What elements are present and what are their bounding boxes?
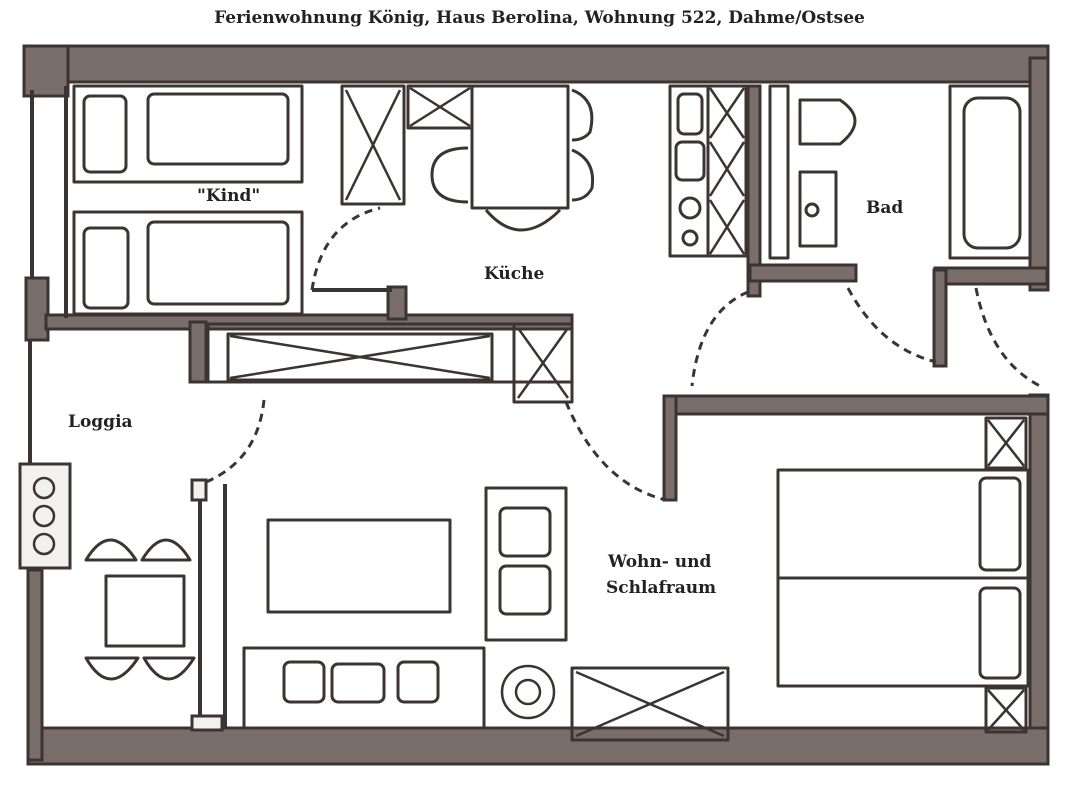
wohn-furniture — [206, 322, 1030, 742]
kitchen-cabinet-cross-b — [409, 86, 471, 128]
planter-plant-1 — [32, 476, 56, 500]
bed-top-blanket — [146, 92, 290, 166]
loggia-planter — [18, 462, 72, 570]
stove-plate-1 — [678, 196, 702, 220]
wardrobe-living-small — [512, 322, 574, 404]
washbasin-drain — [804, 202, 820, 218]
wall-bedroom-top — [662, 394, 1050, 416]
room-label-bad: Bad — [866, 198, 904, 218]
loggia-chair-1 — [84, 538, 138, 562]
loggia-chair-4 — [142, 656, 196, 681]
washbasin — [798, 170, 838, 248]
wall-right-lower — [1028, 393, 1050, 765]
sofa — [242, 646, 486, 730]
living-plant-inner — [514, 678, 542, 706]
wall-bedroom-left — [662, 394, 678, 502]
stove-plate-2 — [681, 229, 699, 247]
room-label-wohn-1: Wohn- und — [608, 552, 712, 572]
wardrobe-living-inner — [226, 332, 494, 382]
bed-bottom-frame — [72, 210, 304, 316]
planter-plant-3 — [32, 532, 56, 556]
sofa-cushion-1 — [282, 660, 326, 704]
wardrobe-small-cross-b — [516, 327, 570, 399]
door-kind — [310, 206, 381, 291]
bed-top-pillow — [82, 94, 128, 174]
coffee-table — [266, 518, 452, 614]
planter-plant-2 — [32, 504, 56, 528]
door-loggia — [205, 399, 266, 484]
dining-table — [470, 84, 570, 210]
armchair-cushion-1 — [498, 506, 552, 558]
wall-top — [22, 44, 1050, 84]
bed-bottom-blanket — [146, 220, 290, 306]
wall-bad-post — [932, 268, 948, 368]
chair-right-top — [571, 88, 594, 142]
nightstand-top — [984, 416, 1028, 470]
loggia-table — [104, 574, 186, 648]
armchair-cushion-2 — [498, 564, 552, 616]
loggia-chair-2 — [140, 538, 192, 562]
loggia-chair-3 — [84, 656, 140, 681]
wardrobe-kind-cross-b — [344, 89, 402, 201]
armchair — [484, 486, 568, 642]
bed-top-frame — [72, 84, 304, 184]
outer-walls — [22, 44, 1050, 766]
toilet — [798, 98, 857, 146]
wall-kind-kueche — [44, 313, 574, 331]
wall-bad-bottom — [748, 263, 858, 283]
tv-cabinet — [570, 666, 730, 742]
wall-loggia-end-top — [190, 478, 208, 502]
door-bad — [846, 287, 937, 364]
room-label-loggia: Loggia — [68, 412, 133, 432]
wall-top-left-stub — [22, 44, 70, 98]
bathtub-frame — [948, 84, 1032, 260]
sofa-cushion-3 — [396, 660, 440, 704]
living-plant-outer — [500, 664, 556, 720]
chair-bottom — [484, 208, 562, 232]
counter-cross-3b — [708, 199, 746, 255]
plan-title: Ferienwohnung König, Haus Berolina, Wohn… — [214, 8, 865, 28]
kind-furniture — [64, 84, 304, 318]
door-bad-right — [974, 287, 1041, 388]
bed-bottom-pillow — [82, 226, 130, 310]
wall-kitchen-bad-vertical — [746, 84, 762, 298]
wall-bad-bottom-right — [933, 266, 1049, 286]
kueche-furniture — [340, 84, 748, 258]
wardrobe-living-cross-b — [229, 334, 491, 380]
bed-pillow-1 — [978, 476, 1022, 572]
wall-bottom — [26, 726, 1050, 766]
wall-left-pillar — [24, 276, 50, 342]
chair-right-bottom — [571, 148, 595, 202]
counter-cross-2b — [708, 141, 746, 197]
chair-left — [430, 146, 469, 204]
nightstand-bottom-cross-b — [987, 689, 1025, 731]
room-label-kueche: Küche — [484, 264, 545, 284]
door-living — [564, 401, 667, 502]
door-swings — [205, 206, 1041, 502]
bath-vanity — [768, 84, 790, 260]
bathtub — [962, 96, 1022, 250]
loggia-furniture — [18, 462, 196, 681]
door-kitchen — [690, 290, 749, 387]
nightstand-top-cross-b — [987, 419, 1025, 467]
wall-right — [1028, 56, 1050, 292]
wardrobe-kind — [340, 84, 406, 206]
wall-loggia-end-bottom — [190, 714, 224, 732]
sofa-cushion-2 — [330, 662, 386, 704]
wall-left-lower — [26, 568, 44, 762]
tv-cabinet-cross-b — [575, 670, 725, 738]
bed-pillow-2 — [978, 586, 1022, 680]
fridge — [676, 92, 704, 136]
room-label-kind: "Kind" — [197, 186, 261, 206]
bad-furniture — [768, 84, 1032, 260]
room-label-wohn-2: Schlafraum — [606, 578, 717, 598]
counter-cross-1b — [708, 87, 746, 139]
nightstand-bottom — [984, 686, 1028, 734]
wall-kueche-pillar — [386, 285, 408, 321]
wall-loggia-post — [188, 320, 208, 384]
sink — [674, 140, 706, 182]
